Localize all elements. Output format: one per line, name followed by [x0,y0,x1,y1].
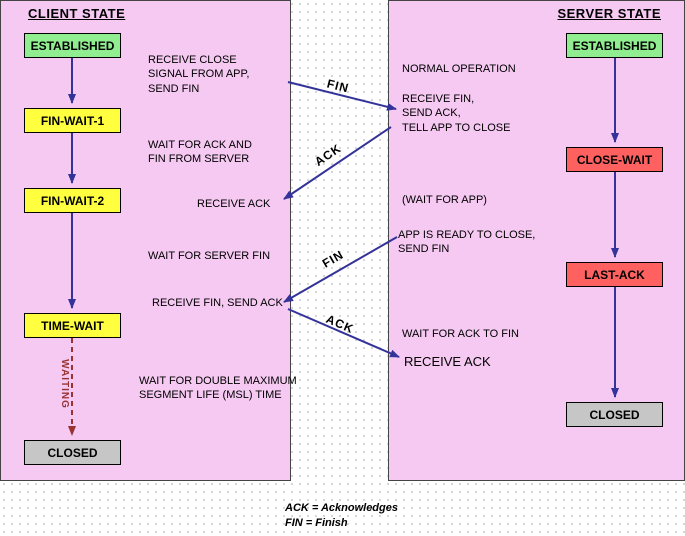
state-client-established: ESTABLISHED [24,33,121,58]
annotation-wait-for-app: (WAIT FOR APP) [402,194,487,206]
legend: ACK = Acknowledges FIN = Finish [285,501,398,531]
annotation-wait-msl: WAIT FOR DOUBLE MAXIMUM SEGMENT LIFE (MS… [139,375,297,402]
state-server-last-ack: LAST-ACK [566,262,663,287]
client-state-panel [0,0,291,481]
legend-ack: ACK = Acknowledges [285,502,398,514]
state-client-closed: CLOSED [24,440,121,465]
annotation-wait-ack-to-fin: WAIT FOR ACK TO FIN [402,328,519,340]
annotation-receive-fin: RECEIVE FIN, SEND ACK, TELL APP TO CLOSE [402,93,511,134]
arrow-fin-client-to-server [287,81,397,111]
annotation-app-ready: APP IS READY TO CLOSE, SEND FIN [398,229,536,256]
state-client-time-wait: TIME-WAIT [24,313,121,338]
arrow-ack-server-to-client [283,126,392,200]
annotation-receive-close: RECEIVE CLOSE SIGNAL FROM APP, SEND FIN [148,54,250,95]
state-client-fin-wait-2: FIN-WAIT-2 [24,188,121,213]
state-client-fin-wait-1: FIN-WAIT-1 [24,108,121,133]
waiting-label: WAITING [59,359,70,409]
annotation-receive-ack-client: RECEIVE ACK [197,198,271,210]
arrow-fin-server-to-client [283,236,398,303]
arrow-ack-client-to-server [287,308,400,358]
state-server-established: ESTABLISHED [566,33,663,58]
server-state-panel [388,0,685,481]
legend-fin: FIN = Finish [285,516,348,529]
server-panel-title: SERVER STATE [557,6,661,21]
state-server-closed: CLOSED [566,402,663,427]
annotation-receive-ack-server: RECEIVE ACK [404,354,491,369]
annotation-wait-ack-fin: WAIT FOR ACK AND FIN FROM SERVER [148,139,252,166]
annotation-wait-server-fin: WAIT FOR SERVER FIN [148,250,271,262]
annotation-normal-operation: NORMAL OPERATION [402,63,516,75]
annotation-receive-fin-send-ack: RECEIVE FIN, SEND ACK [152,297,283,309]
state-server-close-wait: CLOSE-WAIT [566,147,663,172]
client-panel-title: CLIENT STATE [28,6,126,21]
